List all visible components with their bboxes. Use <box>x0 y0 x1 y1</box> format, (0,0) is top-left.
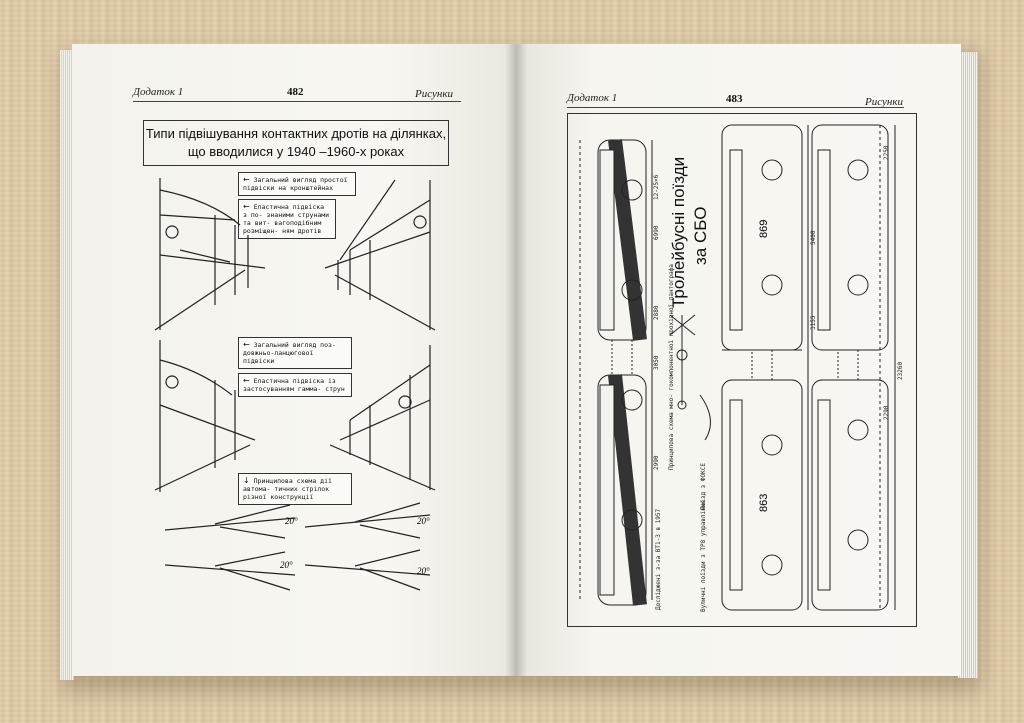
articulation-joint-2 <box>837 349 859 381</box>
label-gamma-suspension: ← Еластична підвіска із застосуванням га… <box>238 373 352 397</box>
angle-label-1: 20° <box>285 516 298 526</box>
right-running-head-title: Рисунки <box>865 96 904 108</box>
trolleybus-side-view-top <box>597 139 647 341</box>
note-pantograph-scheme: Принципова схема мно- гокомпонентної про… <box>668 264 675 470</box>
dimension-label: 3155 <box>810 315 817 330</box>
page-edges-right <box>958 52 978 678</box>
right-running-head-section: Додаток 1 <box>567 92 618 104</box>
bracket-pole-drawing-2 <box>324 179 436 331</box>
label-text: Загальний вигляд простої підвіски на кро… <box>243 176 348 192</box>
dimension-label: 2290 <box>883 405 890 420</box>
dimension-label-total: 23260 <box>897 361 904 380</box>
book-gutter <box>505 44 527 676</box>
left-title-line1: Типи підвішування контактних дротів на д… <box>145 126 447 141</box>
dimension-label: 5400 <box>810 230 817 245</box>
catenary-pole-drawing-1 <box>154 340 256 492</box>
down-arrow-icon: ↓ <box>243 476 250 485</box>
left-page-title-box: Типи підвішування контактних дротів на д… <box>143 120 449 166</box>
left-running-head-title: Рисунки <box>415 88 454 100</box>
right-header-rule <box>567 107 904 108</box>
left-arrow-icon: ← <box>243 376 250 385</box>
label-elastic-suspension: ← Еластична підвіска з по- знаними струн… <box>238 199 336 239</box>
right-page-title-line2: за СБО <box>691 206 710 265</box>
left-page-number: 482 <box>287 86 304 98</box>
left-header-rule <box>133 101 461 102</box>
dimension-label: 6990 <box>653 225 660 240</box>
switch-scheme-diagrams <box>164 502 431 591</box>
articulation-joint-3 <box>611 339 633 376</box>
trolleybus-elevation-col2-top <box>811 124 889 351</box>
right-page-figure-frame <box>567 113 917 627</box>
label-text: Загальний вигляд поз- довжньо-ланцюгової… <box>243 341 336 365</box>
bracket-pole-drawing-1 <box>154 178 266 331</box>
left-title-line2: що вводилися у 1940 –1960-х роках <box>187 144 405 159</box>
angle-label-4: 20° <box>417 566 430 576</box>
dimension-label: 3050 <box>653 355 660 370</box>
car-number-869: 869 <box>758 219 770 238</box>
label-text: Еластична підвіска з по- знаними струнам… <box>243 203 330 235</box>
page-edges-left <box>60 50 74 680</box>
dimension-label: 2990 <box>653 455 660 470</box>
angle-label-3: 20° <box>280 560 293 570</box>
right-page-number: 483 <box>726 93 743 105</box>
label-text: Принципова схема дії автома- тичних стрі… <box>243 477 332 501</box>
trolleybus-elevation-col2-bottom <box>811 379 889 611</box>
label-simple-bracket-suspension: ← Загальний вигляд простої підвіски на к… <box>238 172 356 196</box>
car-number-863: 863 <box>758 493 770 512</box>
trolleybus-side-view-bottom <box>597 374 647 606</box>
left-running-head-section: Додаток 1 <box>133 86 184 98</box>
dimension-label: 12-25×6 <box>653 174 660 200</box>
note-research: Досліджені з-за ВТ1-3 в 1957 <box>655 508 662 610</box>
pantograph-drawing <box>669 314 711 441</box>
articulation-joint-1 <box>751 349 773 381</box>
dimension-label: 2250 <box>883 145 890 160</box>
catenary-pole-drawing-2 <box>329 345 436 491</box>
dimension-label: 2880 <box>653 305 660 320</box>
angle-label-2: 20° <box>417 516 430 526</box>
left-arrow-icon: ← <box>243 175 250 184</box>
left-arrow-icon: ← <box>243 202 250 211</box>
trolleybus-elevation-col1-top <box>721 124 803 351</box>
label-catenary-suspension: ← Загальний вигляд поз- довжньо-ланцюгов… <box>238 337 352 369</box>
right-page <box>515 44 961 676</box>
left-arrow-icon: ← <box>243 340 250 349</box>
label-text: Еластична підвіска із застосуванням гамм… <box>243 377 345 393</box>
label-switch-scheme: ↓ Принципова схема дії автома- тичних ст… <box>238 473 352 505</box>
note-control: Вуличні поїзди з ТР8 управління <box>700 500 707 612</box>
